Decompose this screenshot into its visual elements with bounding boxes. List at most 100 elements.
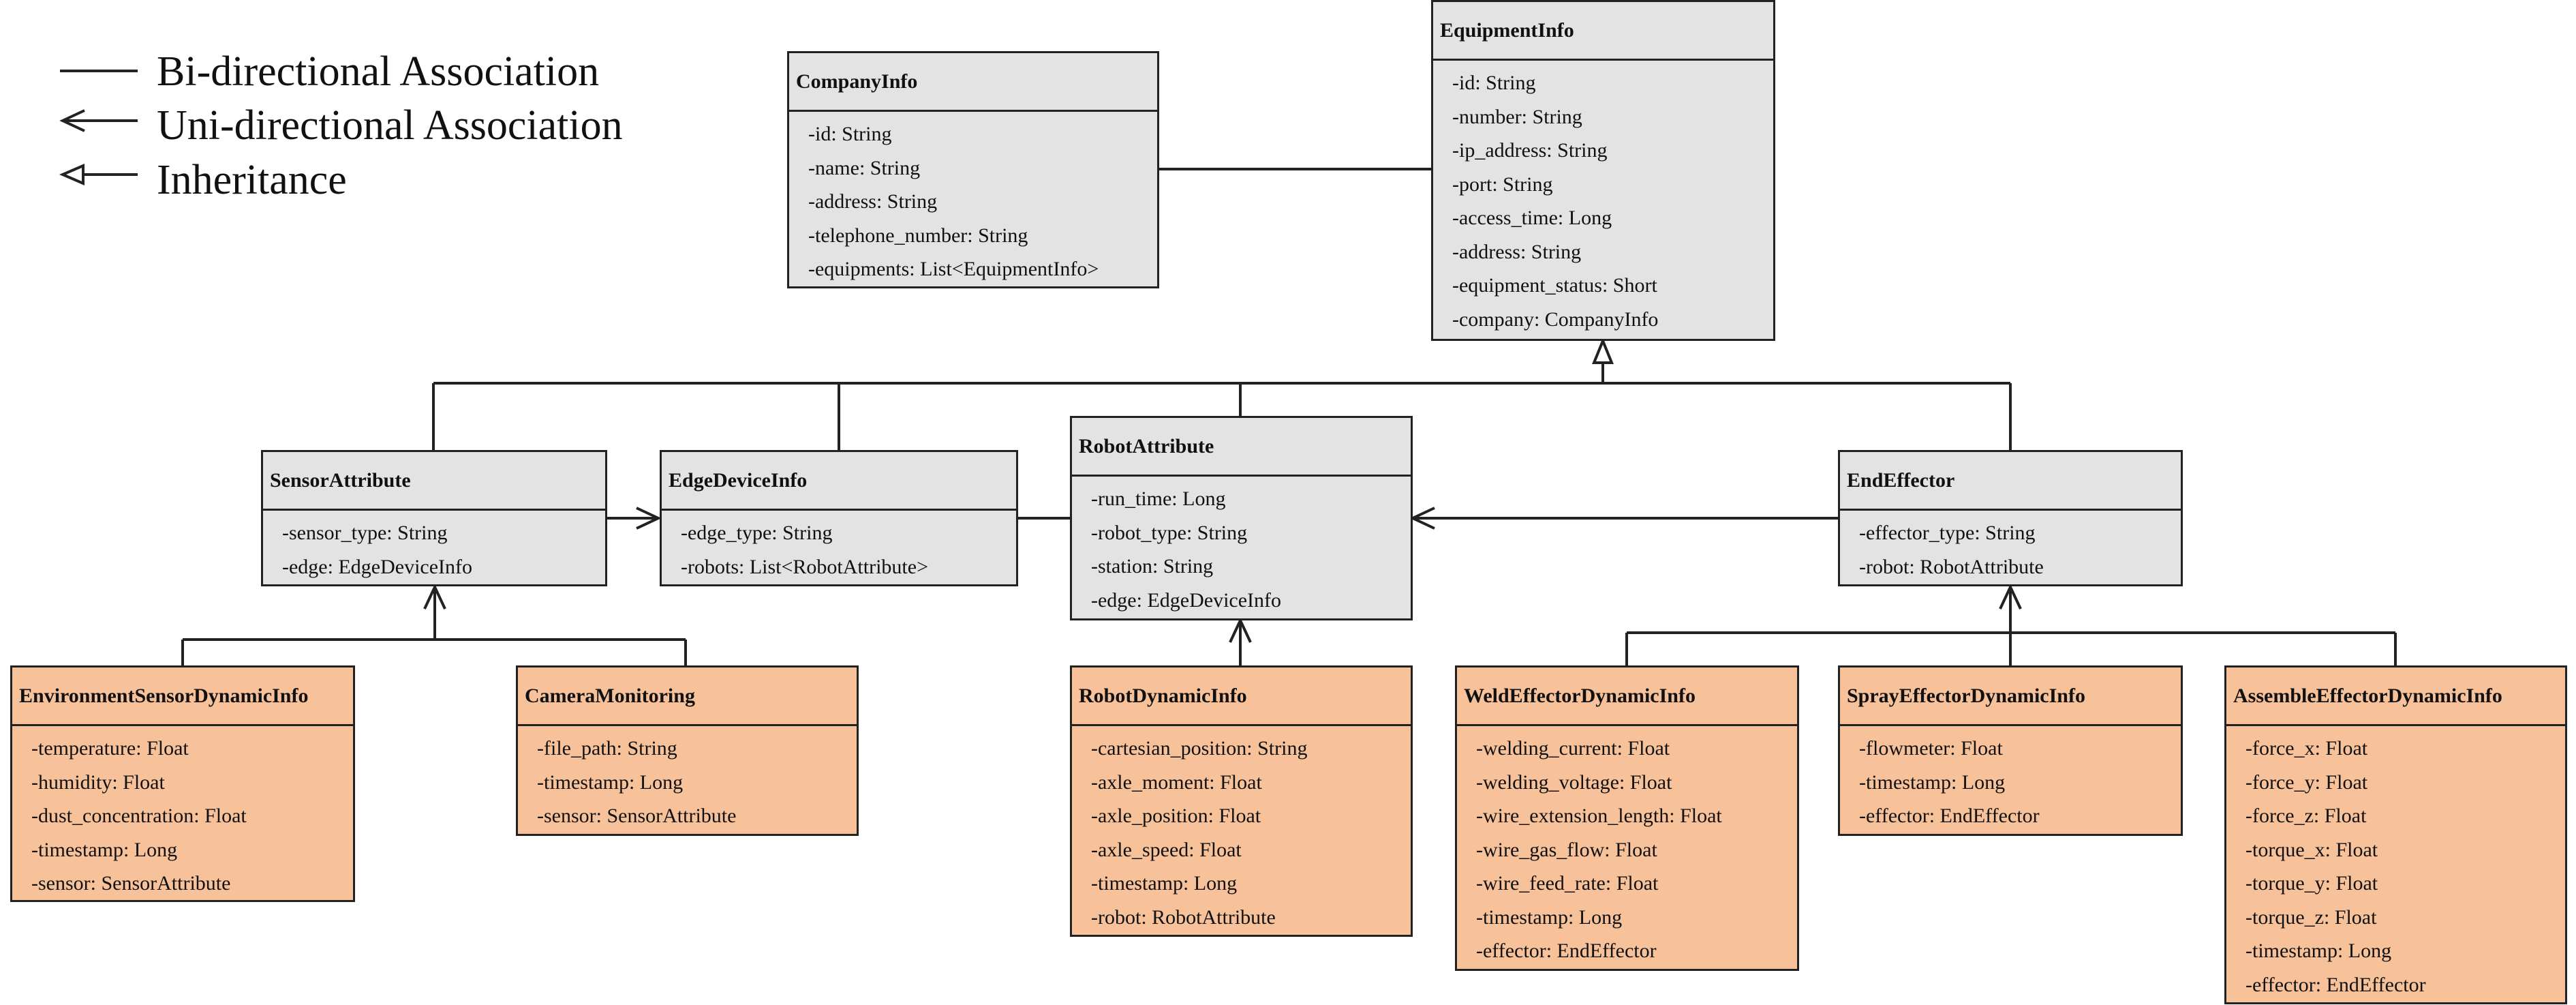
class-attribute: -robot_type: String bbox=[1091, 521, 1248, 544]
class-sensor-attribute[interactable]: SensorAttribute -sensor_type: String -edge… bbox=[261, 450, 607, 586]
class-attributes: -temperature: Float -humidity: Float -dust… bbox=[12, 726, 353, 901]
class-attribute: -wire_feed_rate: Float bbox=[1476, 872, 1659, 895]
class-attributes: -flowmeter: Float -timestamp: Long -effect… bbox=[1840, 726, 2181, 833]
class-attribute: -equipments: List<EquipmentInfo> bbox=[808, 258, 1099, 280]
class-attribute: -force_x: Float bbox=[2245, 737, 2368, 760]
class-robot-attribute[interactable]: RobotAttribute -run_time: Long -robot_type… bbox=[1070, 416, 1413, 620]
legend-inherit-label: Inheritance bbox=[157, 157, 347, 203]
class-name: EnvironmentSensorDynamicInfo bbox=[12, 668, 353, 726]
class-attribute: -edge: EdgeDeviceInfo bbox=[1091, 588, 1282, 612]
class-attribute: -timestamp: Long bbox=[1859, 770, 2006, 794]
class-weld-effector-dynamic-info[interactable]: WeldEffectorDynamicInfo-welding_current:… bbox=[1455, 665, 1799, 971]
class-attribute: -effector_type: String bbox=[1859, 522, 2036, 544]
class-attributes: -cartesian_position: String -axle_moment:… bbox=[1072, 726, 1411, 934]
class-attribute: -robot: RobotAttribute bbox=[1859, 555, 2044, 578]
legend-inherit-triangle bbox=[59, 163, 85, 186]
class-attributes: -edge_type: String -robots: List<RobotAtt… bbox=[662, 511, 1016, 584]
legend-uni-label: Uni-directional Association bbox=[157, 102, 623, 149]
class-attribute: -equipment_status: Short bbox=[1452, 274, 1657, 297]
class-camera-monitoring[interactable]: CameraMonitoring -file_path: String -times… bbox=[516, 665, 859, 836]
class-attribute: -station: String bbox=[1091, 555, 1214, 578]
class-attribute: -robot: RobotAttribute bbox=[1091, 905, 1276, 929]
class-attributes: -welding_current: Float -welding_voltage:… bbox=[1457, 726, 1797, 968]
class-name: WeldEffectorDynamicInfo bbox=[1457, 668, 1797, 726]
class-robot-dynamic-info[interactable]: RobotDynamicInfo-cartesian_position: Str… bbox=[1070, 665, 1413, 937]
sensor-edge-arrowhead bbox=[636, 507, 662, 530]
class-attribute: -wire_extension_length: Float bbox=[1476, 805, 1722, 827]
class-attribute: -timestamp: Long bbox=[31, 838, 178, 861]
class-attributes: -effector_type: String -robot: RobotAttri… bbox=[1840, 511, 2181, 584]
class-attribute: -welding_current: Float bbox=[1476, 737, 1670, 760]
effector-robot-arrowhead bbox=[1409, 507, 1435, 530]
legend-uni-arrowhead bbox=[59, 109, 85, 132]
class-company-info[interactable]: CompanyInfo -id: String -name: String -addr… bbox=[787, 51, 1159, 288]
class-attribute: -torque_z: Float bbox=[2245, 905, 2377, 929]
class-attribute: -timestamp: Long bbox=[2245, 940, 2392, 962]
class-attribute: -edge_type: String bbox=[681, 522, 833, 544]
class-attribute: -company: CompanyInfo bbox=[1452, 308, 1659, 331]
class-attribute: -ip_address: String bbox=[1452, 139, 1608, 162]
class-attribute: -temperature: Float bbox=[31, 737, 189, 760]
class-end-effector[interactable]: EndEffector -effector_type: String -robot:… bbox=[1838, 450, 2183, 586]
class-attributes: -run_time: Long -robot_type: String -stati… bbox=[1072, 477, 1411, 617]
class-attribute: -welding_voltage: Float bbox=[1476, 770, 1672, 794]
class-equipment-info[interactable]: EquipmentInfo-id: String-number: String-… bbox=[1431, 0, 1775, 341]
class-attribute: -sensor: SensorAttribute bbox=[31, 872, 231, 895]
legend-bi-label: Bi-directional Association bbox=[157, 48, 600, 95]
class-attribute: -address: String bbox=[1452, 240, 1582, 263]
class-attribute: -sensor_type: String bbox=[282, 522, 448, 544]
class-attribute: -timestamp: Long bbox=[537, 770, 684, 794]
class-attribute: -dust_concentration: Float bbox=[31, 805, 247, 827]
sensor-dyn-arrowhead bbox=[423, 584, 446, 610]
class-name: AssembleEffectorDynamicInfo bbox=[2226, 668, 2565, 726]
class-name: EquipmentInfo bbox=[1433, 2, 1773, 61]
effector-dyn-arrowhead bbox=[1999, 584, 2022, 610]
class-attribute: -humidity: Float bbox=[31, 770, 165, 794]
class-attribute: -effector: EndEffector bbox=[1859, 805, 2040, 827]
class-edge-device-info[interactable]: EdgeDeviceInfo -edge_type: String -robots:… bbox=[660, 450, 1018, 586]
class-attribute: -axle_moment: Float bbox=[1091, 770, 1262, 794]
class-attributes: -id: String -name: String -address: String… bbox=[789, 112, 1157, 286]
class-attribute: -sensor: SensorAttribute bbox=[537, 805, 737, 827]
inheritance-triangle-equipment bbox=[1592, 337, 1614, 364]
class-attribute: -force_y: Float bbox=[2245, 770, 2368, 794]
class-attribute: -wire_gas_flow: Float bbox=[1476, 838, 1657, 861]
class-attribute: -access_time: Long bbox=[1452, 207, 1612, 229]
class-attribute: -id: String bbox=[808, 123, 892, 145]
class-attribute: -cartesian_position: String bbox=[1091, 737, 1308, 760]
class-name: EdgeDeviceInfo bbox=[662, 452, 1016, 511]
class-attribute: -number: String bbox=[1452, 105, 1582, 128]
class-attributes: -force_x: Float -force_y: Float -force_z: … bbox=[2226, 726, 2565, 1002]
class-name: SprayEffectorDynamicInfo bbox=[1840, 668, 2181, 726]
class-environment-sensor-dynamic-info[interactable]: EnvironmentSensorDynamicInfo-temperature… bbox=[10, 665, 355, 902]
class-attribute: -timestamp: Long bbox=[1476, 905, 1623, 929]
class-attribute: -name: String bbox=[808, 156, 921, 179]
class-assemble-effector-dynamic-info[interactable]: AssembleEffectorDynamicInfo-force_x: Flo… bbox=[2224, 665, 2567, 1004]
class-attribute: -timestamp: Long bbox=[1091, 872, 1238, 895]
class-attribute: -edge: EdgeDeviceInfo bbox=[282, 555, 473, 578]
class-name: SensorAttribute bbox=[263, 452, 605, 511]
class-attribute: -effector: EndEffector bbox=[2245, 973, 2426, 996]
class-name: RobotAttribute bbox=[1072, 418, 1411, 477]
class-attribute: -torque_x: Float bbox=[2245, 838, 2378, 861]
class-attribute: -id: String bbox=[1452, 72, 1536, 94]
class-attribute: -axle_position: Float bbox=[1091, 805, 1261, 827]
class-attribute: -file_path: String bbox=[537, 737, 677, 760]
class-spray-effector-dynamic-info[interactable]: SprayEffectorDynamicInfo-flowmeter: Floa… bbox=[1838, 665, 2183, 836]
class-attribute: -robots: List<RobotAttribute> bbox=[681, 555, 928, 578]
class-attribute: -address: String bbox=[808, 190, 938, 213]
class-attribute: -force_z: Float bbox=[2245, 805, 2367, 827]
class-attribute: -port: String bbox=[1452, 172, 1553, 196]
class-attributes: -sensor_type: String -edge: EdgeDeviceInf… bbox=[263, 511, 605, 584]
class-name: RobotDynamicInfo bbox=[1072, 668, 1411, 726]
class-attribute: -telephone_number: String bbox=[808, 224, 1028, 247]
class-attributes: -id: String -number: String -ip_address: S… bbox=[1433, 61, 1773, 336]
class-name: CameraMonitoring bbox=[518, 668, 857, 726]
class-attribute: -run_time: Long bbox=[1091, 487, 1226, 510]
class-attribute: -flowmeter: Float bbox=[1859, 737, 2003, 760]
class-name: EndEffector bbox=[1840, 452, 2181, 511]
robot-dyn-arrowhead bbox=[1229, 617, 1252, 643]
class-name: CompanyInfo bbox=[789, 53, 1157, 112]
class-attribute: -torque_y: Float bbox=[2245, 872, 2378, 895]
